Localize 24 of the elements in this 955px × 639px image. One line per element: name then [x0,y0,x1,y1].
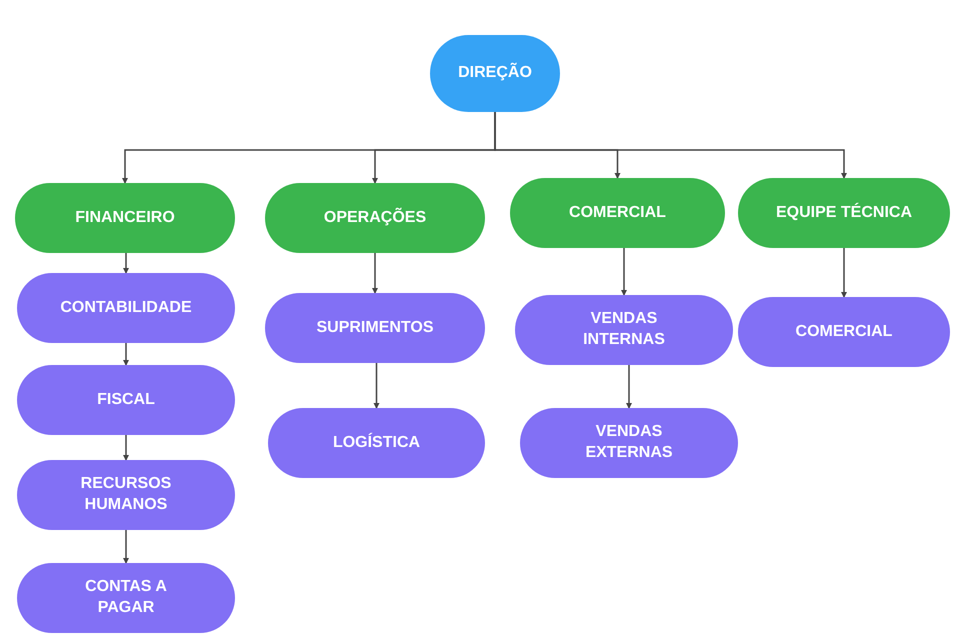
node-label: COMERCIAL [796,322,892,342]
connector-arrow [494,112,847,179]
connector-arrow [123,530,129,564]
node-label: LOGÍSTICA [332,432,420,453]
node-label: EQUIPE TÉCNICA [776,202,912,223]
connector-arrow [123,343,129,366]
node-label: DIREÇÃO [458,63,532,84]
node-label: VENDAS EXTERNAS [584,422,674,463]
node-label: FISCAL [97,390,155,410]
node-label: OPERAÇÕES [324,208,426,228]
connector-arrow [621,248,627,296]
connector-arrow [372,253,378,294]
node-label: COMERCIAL [569,202,666,223]
node-label: RECURSOS HUMANOS [80,474,172,515]
node-label: VENDAS INTERNAS [582,309,666,350]
connector-arrow [626,365,632,409]
node-label: CONTABILIDADE [60,298,192,318]
connector-arrow [123,435,129,461]
node-label: CONTAS A PAGAR [84,577,168,618]
node-label: FINANCEIRO [75,208,175,228]
connector-arrow [123,253,129,274]
connector-arrow [841,248,847,298]
connector-arrow [374,363,380,409]
node-label: SUPRIMENTOS [316,318,434,338]
